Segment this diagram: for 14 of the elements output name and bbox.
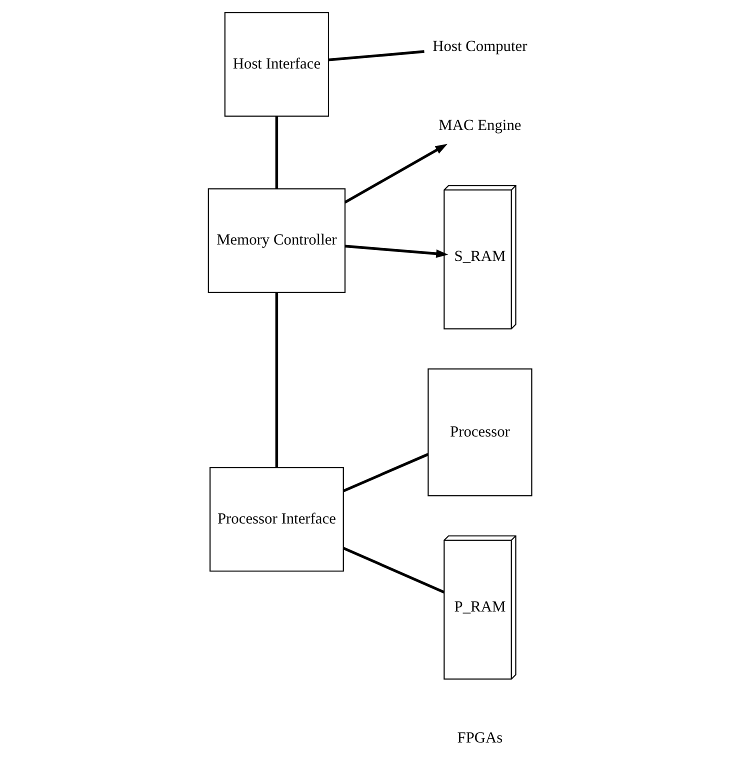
connector — [275, 116, 278, 189]
node-text: Host Computer — [432, 38, 528, 55]
node-text: MAC Engine — [438, 117, 522, 134]
connector — [342, 546, 445, 594]
node-box: Processor — [428, 368, 532, 496]
connector — [275, 292, 278, 468]
connector — [342, 453, 429, 492]
connector — [328, 50, 424, 62]
arrow — [344, 244, 448, 258]
label: FPGAs — [457, 730, 503, 747]
arrow — [344, 144, 448, 204]
node-box: Host Interface — [224, 12, 330, 117]
node-box: Processor Interface — [210, 467, 344, 572]
node-box: Memory Controller — [208, 188, 346, 293]
